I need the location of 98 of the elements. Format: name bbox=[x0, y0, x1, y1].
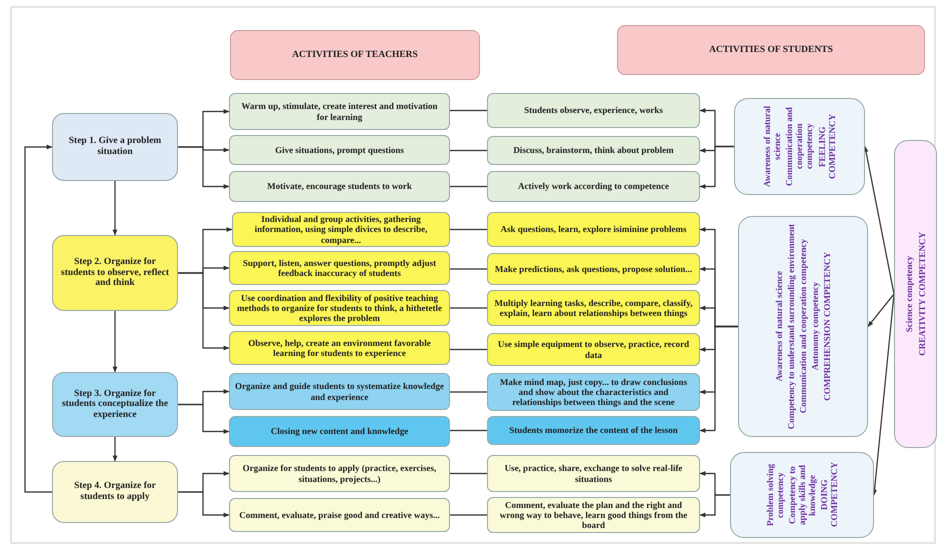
arrow bbox=[112, 437, 118, 462]
connector-line bbox=[450, 268, 487, 270]
box-text: Support, listen, answer questions, promptly adjust feedback inaccuracy of students bbox=[242, 258, 438, 278]
box-text: Make mind map, just copy... to draw conclusions and show about the characteristics and relationships between things and the scene bbox=[498, 376, 688, 408]
competency-item: Communication and cooperation competency bbox=[798, 239, 808, 414]
box-text: Organize for students to apply (practice, exercises, situations, projects...) bbox=[242, 463, 438, 484]
box-text: ACTIVITIES OF STUDENTS bbox=[709, 44, 833, 56]
connector-line bbox=[450, 391, 487, 393]
activity-box bbox=[229, 93, 450, 130]
activity-box bbox=[487, 212, 700, 247]
arrow bbox=[112, 311, 118, 373]
box-text: Individual and group activities, gathering information, using simple divices to describe, compare... bbox=[254, 214, 428, 245]
competency-item: Communication and cooperation competency bbox=[784, 106, 815, 188]
arrow bbox=[178, 404, 230, 434]
connector-line bbox=[450, 150, 487, 152]
activity-box bbox=[487, 497, 700, 533]
connector-line bbox=[450, 228, 487, 230]
competency-item: Competency to understand surrounding environment bbox=[786, 224, 796, 430]
arrow bbox=[699, 146, 734, 189]
activity-box bbox=[229, 416, 450, 447]
activity-box bbox=[229, 455, 450, 492]
activity-box bbox=[229, 251, 450, 285]
arrow bbox=[178, 146, 230, 189]
box-text: Closing new content and knowledge bbox=[270, 426, 408, 437]
activity-box bbox=[487, 171, 700, 202]
box-text: Ask questions, learn, explore isiminine problems bbox=[500, 224, 686, 235]
arrow bbox=[699, 326, 738, 433]
arrow bbox=[24, 144, 53, 493]
box-text: Comment, evaluate the plan and the right and wrong way to behave, learn good things from the board bbox=[498, 500, 688, 530]
activity-box bbox=[487, 290, 700, 326]
box-text: Use, practice, share, exchange to solve real-life situations bbox=[504, 463, 684, 484]
step-box bbox=[52, 113, 178, 181]
step-box bbox=[52, 461, 178, 523]
activity-box bbox=[487, 333, 700, 366]
arrow bbox=[872, 294, 895, 496]
connector-line bbox=[450, 514, 487, 516]
box-text: Motivate, encourage students to work bbox=[267, 181, 412, 192]
arrow bbox=[868, 294, 894, 327]
connector-line bbox=[450, 186, 487, 188]
arrow bbox=[178, 272, 230, 350]
connector-line bbox=[450, 430, 487, 432]
activity-box bbox=[229, 135, 450, 165]
competency-box bbox=[734, 98, 865, 195]
activity-box bbox=[229, 171, 450, 202]
step-box bbox=[52, 372, 178, 437]
activity-box bbox=[229, 373, 450, 410]
box-text: ACTIVITIES OF TEACHERS bbox=[292, 50, 418, 60]
competency-box bbox=[894, 140, 937, 448]
box-text: Step 2. Organize for students to observe, reflect and think bbox=[61, 257, 169, 289]
box-text: Step 3. Organize for students conceptualize the experience bbox=[61, 388, 169, 420]
arrow bbox=[699, 494, 730, 518]
connector-line bbox=[450, 348, 487, 350]
activity-box bbox=[487, 455, 700, 492]
activity-box bbox=[487, 373, 700, 411]
competency-item: Competency to apply skills and knowledge bbox=[786, 464, 818, 528]
arrow bbox=[864, 146, 895, 294]
competency-item: Problem solving competency bbox=[764, 462, 785, 528]
box-text: Make predictions, ask questions, propose solution... bbox=[494, 264, 692, 274]
competency-title: CREATIVITY COMPETENCY bbox=[916, 232, 927, 356]
box-text: Use simple equipment to observe, practice, record data bbox=[496, 339, 690, 360]
competency-box bbox=[730, 452, 874, 538]
box-text: Observe, help, create an environment favorable learning for students to experience bbox=[247, 338, 432, 358]
header-box bbox=[230, 30, 480, 80]
competency-title: DOING COMPETENCY bbox=[819, 461, 840, 530]
activity-box bbox=[229, 331, 450, 365]
competency-item: Autonomy competency bbox=[810, 282, 820, 371]
box-text: Multiply learning tasks, describe, compare, classify, explain, learn about relationships between things bbox=[493, 298, 694, 318]
competency-item: Awareness of natural science bbox=[762, 104, 782, 190]
connector-line bbox=[450, 110, 487, 112]
box-text: Actively work according to competence bbox=[518, 181, 669, 192]
competency-item: Awareness of natural science bbox=[774, 271, 784, 382]
box-text: Warm up, stimulate, create interest and motivation for learning bbox=[240, 101, 439, 122]
competency-box bbox=[738, 216, 868, 437]
activity-box bbox=[232, 212, 450, 247]
box-text: Students momorize the content of the lesson bbox=[509, 425, 678, 436]
box-text: Comment, evaluate, praise good and creative ways... bbox=[239, 510, 440, 520]
box-text: Students observe, experience, works bbox=[524, 105, 663, 116]
header-box bbox=[617, 25, 925, 75]
connector-line bbox=[450, 472, 487, 474]
activity-box bbox=[487, 253, 700, 285]
activity-box bbox=[229, 498, 450, 532]
box-text: Use coordination and flexibility of positive teaching methods to organize for students to think, a hithetetle explores the problem bbox=[236, 292, 444, 324]
box-text: Give situations, prompt questions bbox=[275, 144, 404, 156]
activity-box bbox=[487, 136, 700, 165]
connector-line bbox=[450, 307, 487, 309]
competency-title: COMPREHENSION COMPETENCY bbox=[822, 252, 832, 401]
step-box bbox=[52, 235, 178, 311]
arrow bbox=[112, 181, 118, 236]
activity-box bbox=[229, 290, 450, 326]
activity-box bbox=[487, 93, 700, 128]
box-text: Organize and guide students to systematize knowledge and experience bbox=[235, 381, 444, 402]
box-text: Step 4. Organize for students to apply bbox=[73, 481, 157, 503]
box-text: Discuss, brainstorm, think about problem bbox=[513, 145, 674, 156]
competency-title: FEELING COMPETENCY bbox=[816, 113, 837, 181]
activity-box bbox=[487, 416, 700, 445]
box-text: Step 1. Give a problem situation bbox=[68, 136, 162, 158]
competency-item: Science competency bbox=[904, 256, 914, 332]
arrow bbox=[178, 491, 230, 518]
